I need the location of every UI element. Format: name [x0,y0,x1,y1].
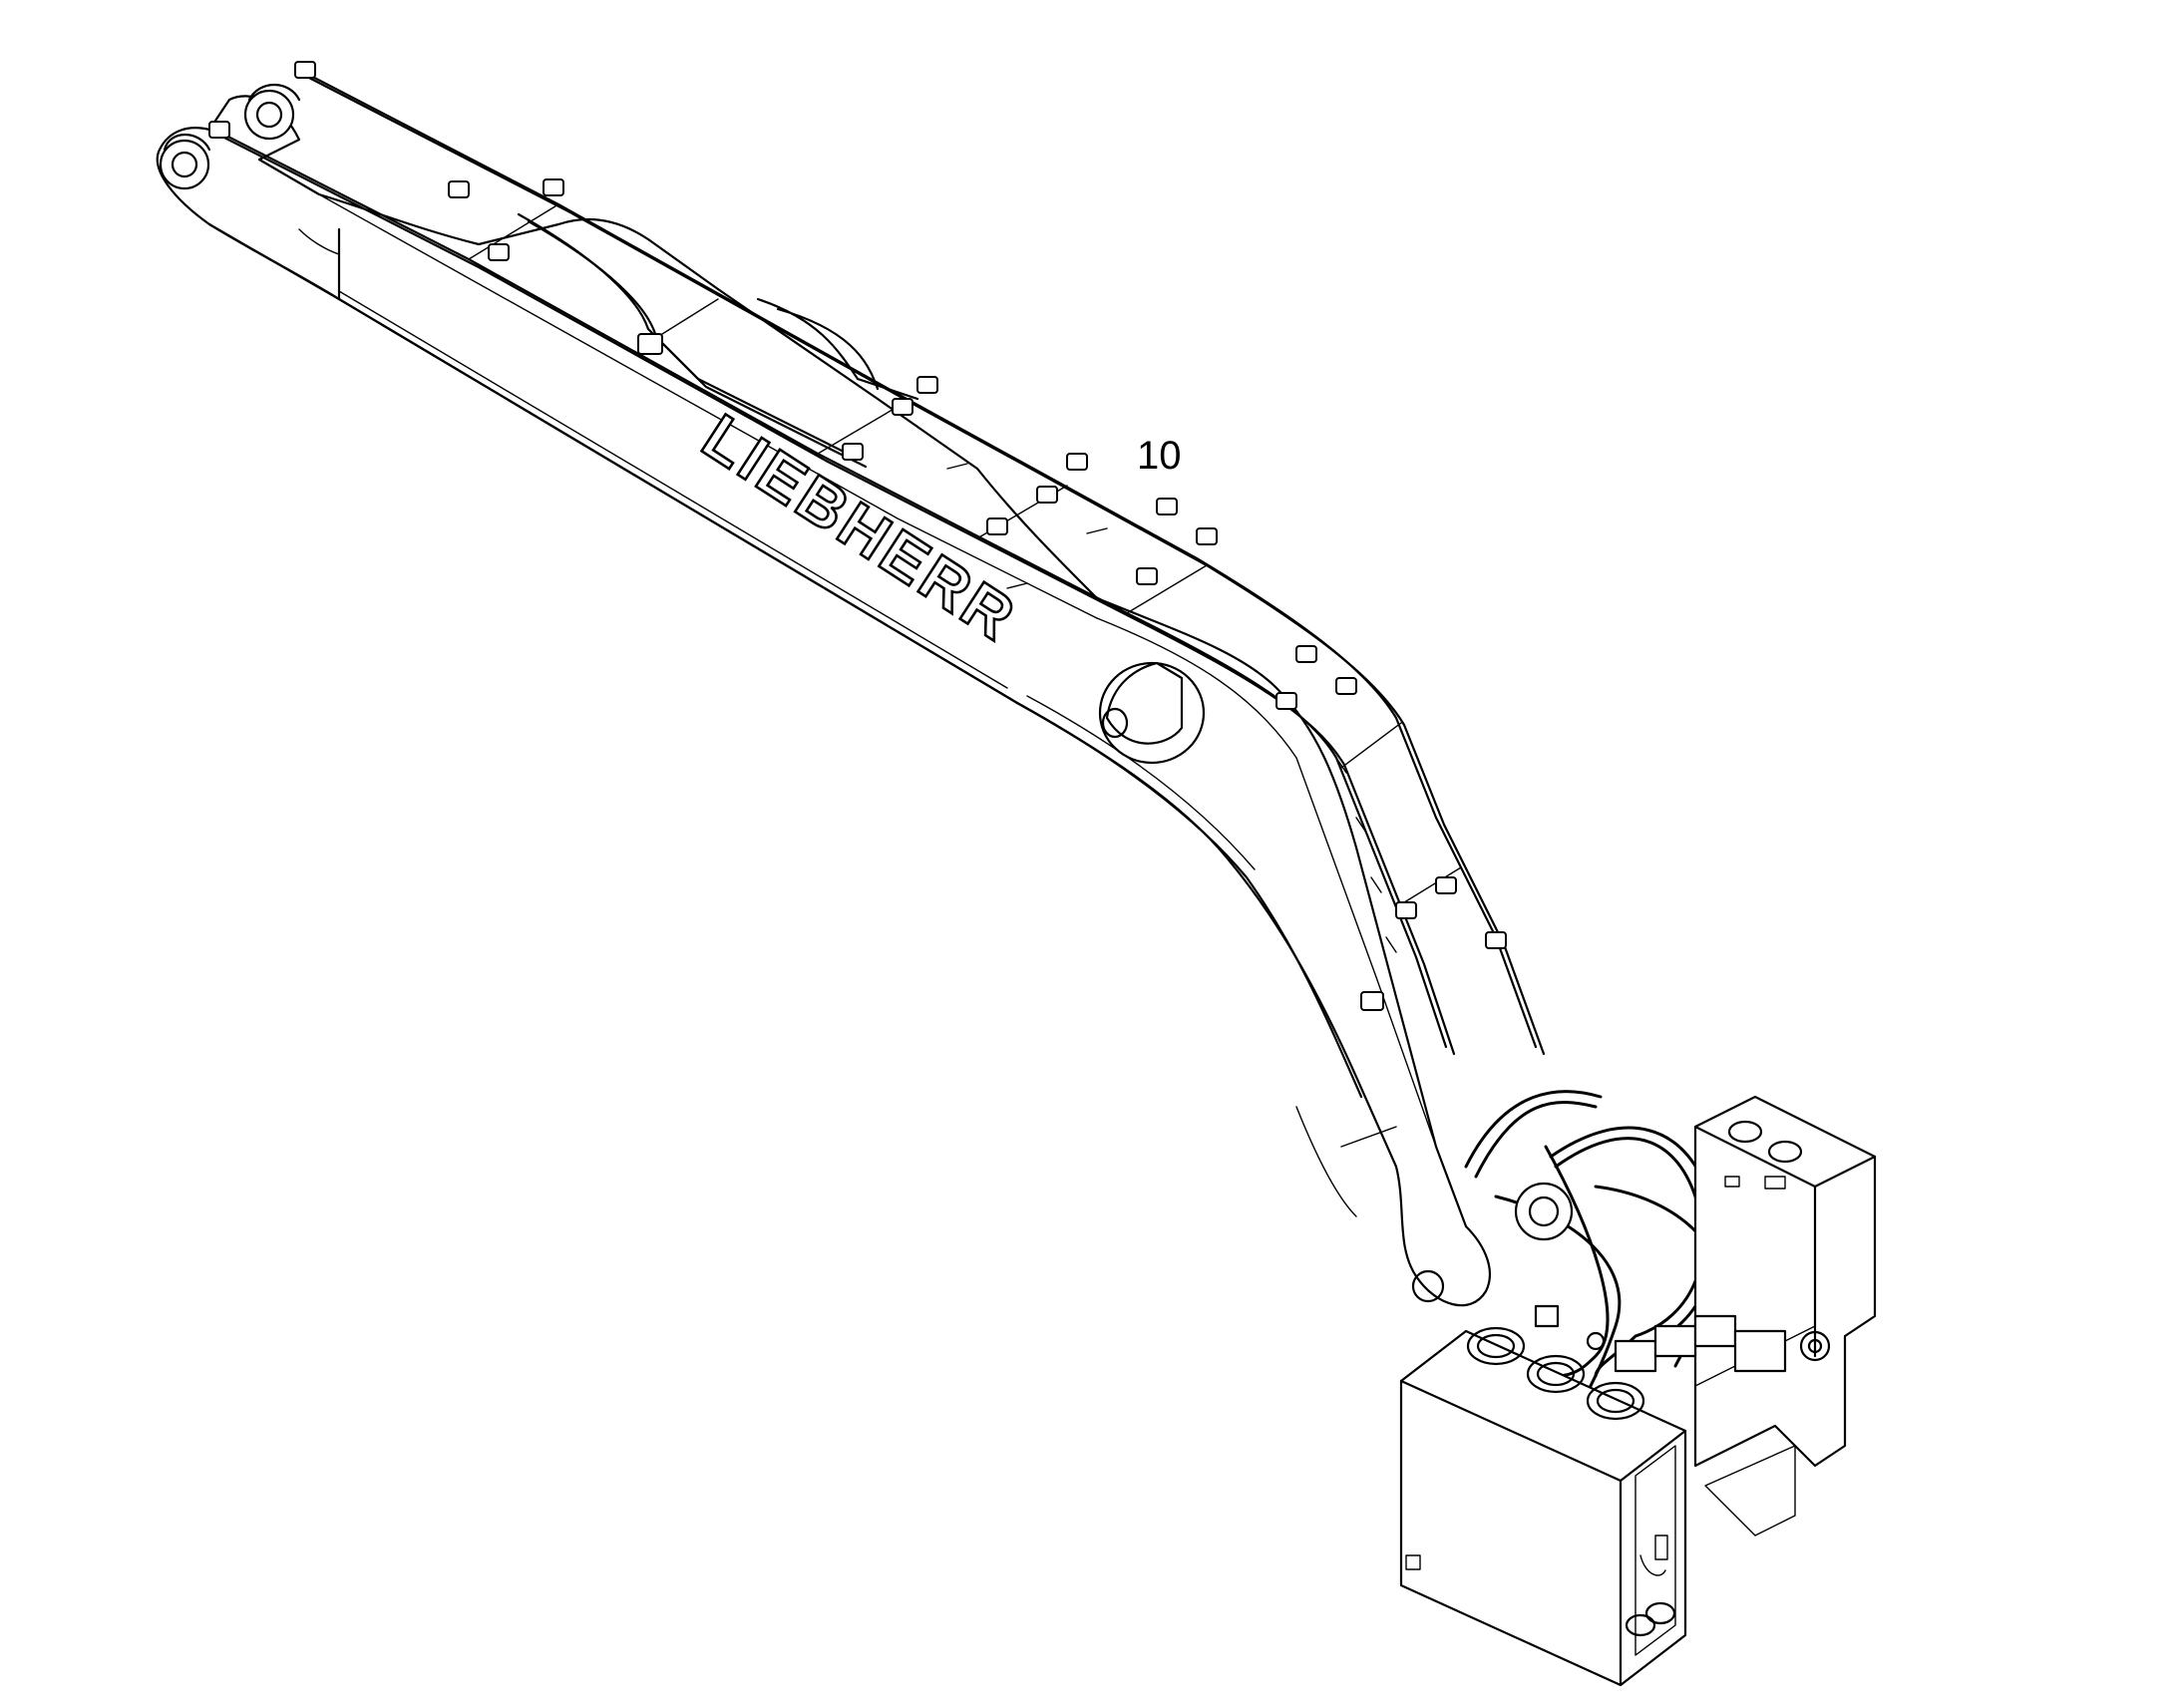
hydraulic-lines [212,68,1546,1056]
callout-label: 10 [1137,434,1182,478]
callout-10: 10 [1137,434,1182,478]
valve-blocks [1534,1304,1831,1373]
attachment-box-rear [1693,1095,1877,1537]
line-clamps [208,61,1507,1011]
cylinder-mount-boss [1098,661,1206,765]
rung-marks [946,463,1397,953]
attachment-box-front [1399,1326,1687,1687]
boom-tip-pin [1411,1182,1574,1303]
boom-body [156,95,1491,1307]
boom-foot-pins [159,84,301,190]
